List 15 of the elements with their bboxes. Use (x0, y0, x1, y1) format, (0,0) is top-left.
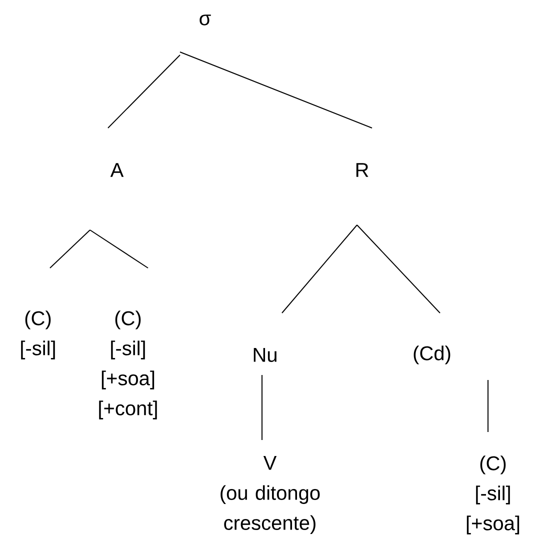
coda-label: (Cd) (414, 346, 450, 364)
feature-stack: (C) [-sil] (21, 310, 55, 360)
tree-branch (180, 52, 372, 128)
onset-label: A (110, 163, 124, 177)
rhyme-label: R (356, 163, 368, 177)
tree-branch (50, 230, 90, 268)
feature-stack: (C) [-sil] [+soa] [+cont] (99, 310, 157, 420)
feature-stack: (C) [-sil] [+soa] (466, 456, 520, 534)
tree-branch (108, 54, 180, 128)
syllable-symbol: σ (200, 14, 211, 26)
tree-branch (90, 230, 148, 268)
nucleus-label: Nu (254, 348, 276, 362)
feature-stack: V (ou ditongo crescente) (220, 456, 320, 534)
tree-branch (282, 224, 358, 314)
tree-branch (356, 224, 440, 314)
